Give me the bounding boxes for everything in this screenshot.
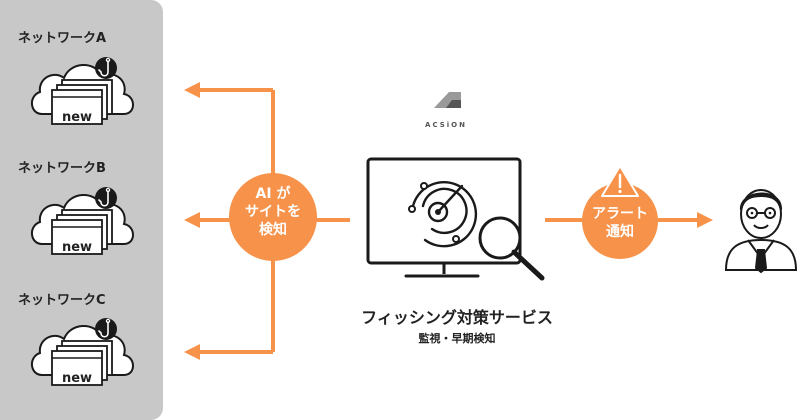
warning-icon (601, 165, 639, 197)
alert-circle-label: アラート 通知 (592, 206, 648, 241)
detect-circle (229, 173, 317, 261)
network-c-card-text: new (61, 371, 93, 386)
service-title: フィッシング対策サービス (361, 308, 553, 327)
network-label-c: ネットワークC (18, 293, 106, 308)
acsion-logo-icon (434, 92, 461, 108)
brand-name: ACSiON (425, 121, 467, 129)
network-label-b: ネットワークB (18, 161, 106, 176)
magnifier-icon (478, 216, 545, 281)
user-avatar-icon (724, 189, 798, 274)
network-b-card-text: new (61, 240, 93, 255)
detect-circle-label: AI が サイトを 検知 (245, 186, 301, 239)
service-subtitle: 監視・早期検知 (418, 332, 496, 345)
network-label-a: ネットワークA (18, 31, 107, 46)
network-a-card-text: new (61, 110, 93, 125)
alert-circle (582, 183, 658, 259)
